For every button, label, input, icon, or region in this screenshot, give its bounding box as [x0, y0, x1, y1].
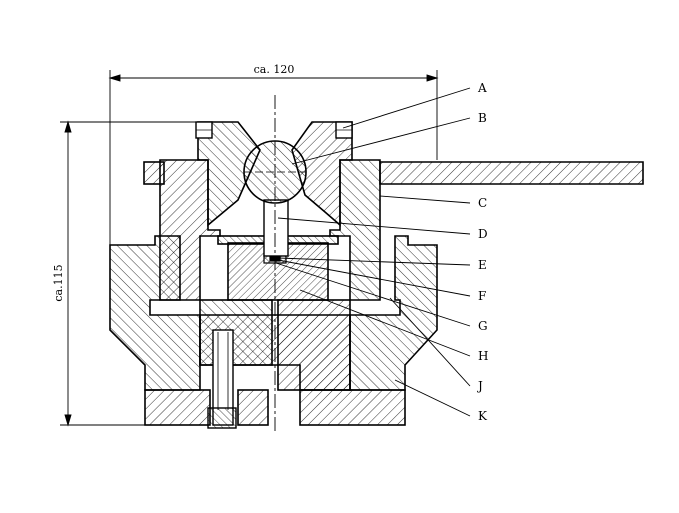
- callout-a: A: [477, 81, 487, 95]
- upper-sleeve: [159, 159, 381, 301]
- width-dimension: [108, 70, 439, 245]
- callout-c: C: [478, 196, 487, 210]
- callout-k: K: [478, 409, 488, 423]
- callout-g: G: [478, 319, 488, 333]
- height-dimension: [60, 120, 196, 427]
- bolt: [207, 329, 237, 429]
- leader-lines: [275, 87, 471, 417]
- width-dimension-label: ca. 120: [254, 63, 295, 76]
- callout-j: J: [476, 379, 483, 393]
- operating-lever: [143, 161, 644, 185]
- central-pillar: [199, 299, 351, 391]
- callout-f: F: [478, 289, 486, 303]
- callout-h: H: [478, 349, 488, 363]
- callout-e: E: [478, 258, 487, 272]
- height-dimension-label: ca.115: [52, 264, 65, 301]
- top-cap: [195, 121, 353, 139]
- plunger-pin: [263, 199, 289, 257]
- base-plate: [144, 389, 406, 426]
- cone-seat: [197, 121, 353, 227]
- callout-b: B: [478, 111, 487, 125]
- callout-d: D: [478, 227, 488, 241]
